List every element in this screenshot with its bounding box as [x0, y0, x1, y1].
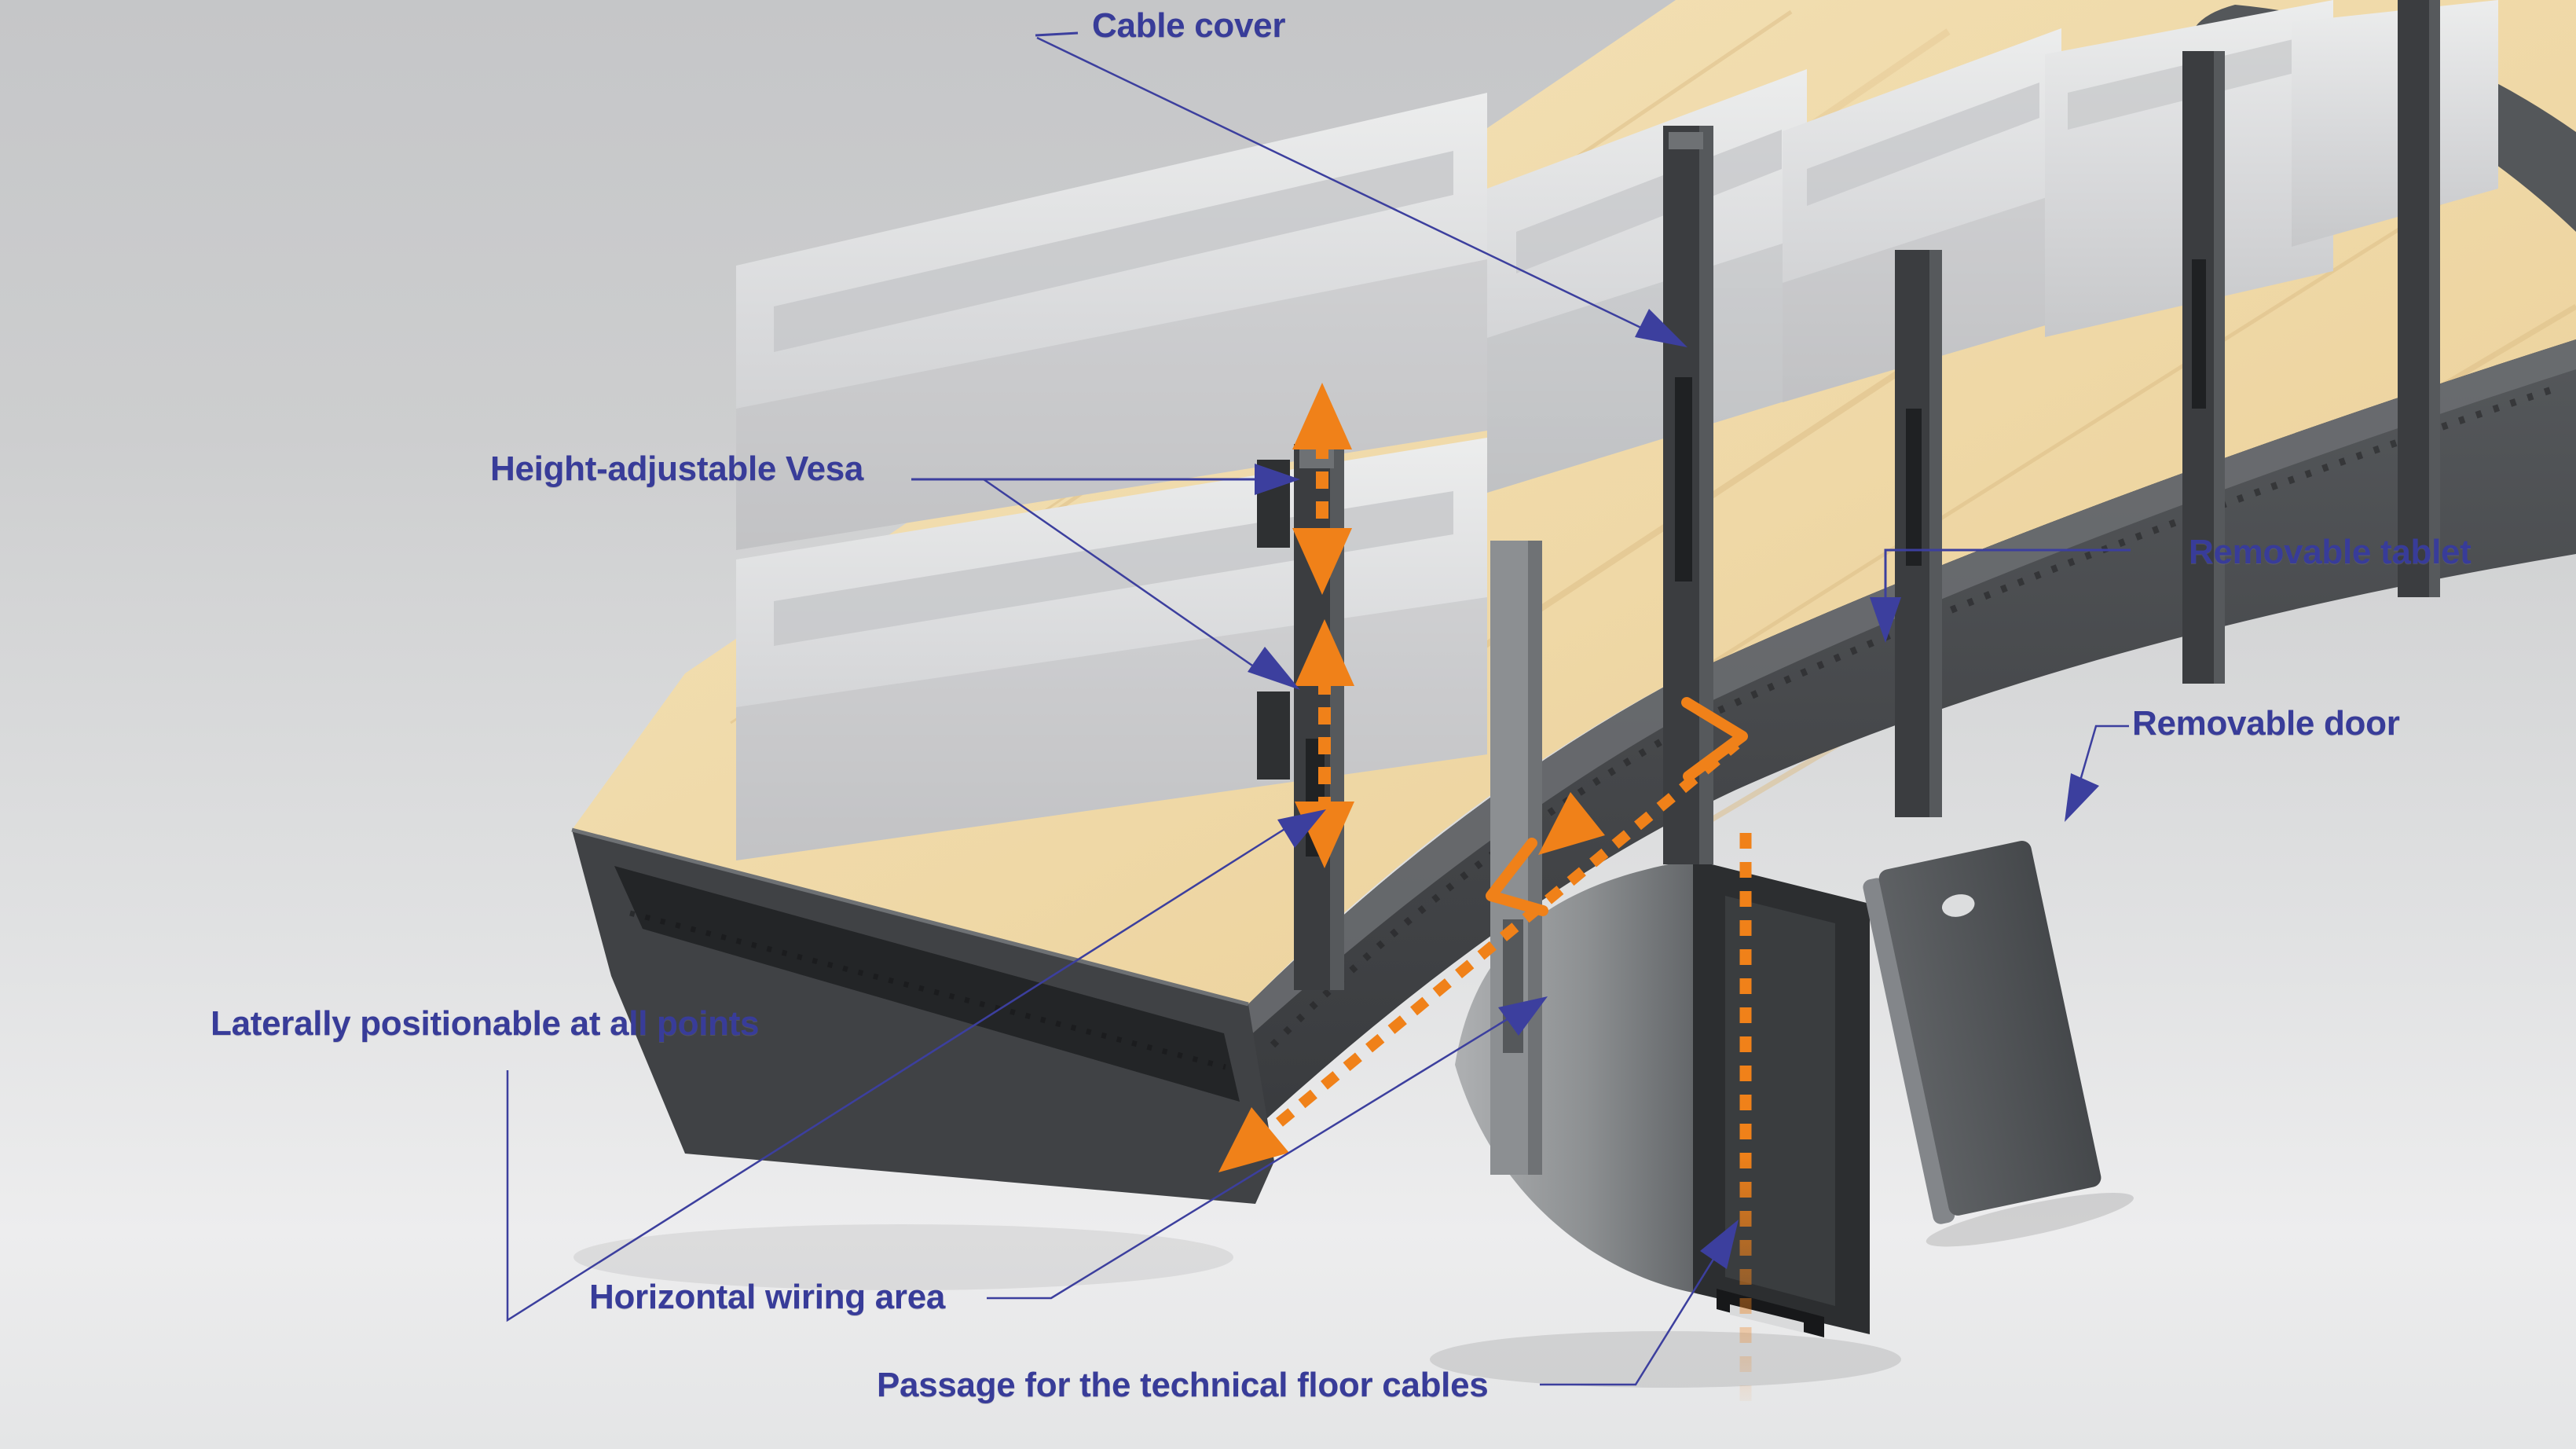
wiring-beam — [1248, 339, 2576, 1135]
arrowhead — [1255, 464, 1300, 495]
arrowhead — [1498, 996, 1548, 1036]
label-horizontal-wiring-area: Horizontal wiring area — [589, 1278, 946, 1316]
trough-opening — [614, 866, 1240, 1102]
removable-door-panel — [1863, 841, 2134, 1247]
label-passage-floor-cables: Passage for the technical floor cables — [877, 1366, 1489, 1404]
arrowhead — [1635, 309, 1687, 347]
cable-cover-leader — [1035, 31, 1687, 347]
arrowhead — [2065, 773, 2099, 822]
arrowhead — [1870, 597, 1901, 643]
door-handle-hole — [1941, 894, 1975, 917]
arrowhead — [1277, 809, 1326, 848]
passage-leader — [1540, 1220, 1739, 1386]
vesa-post — [2398, 0, 2440, 597]
removable-door-leader — [2065, 724, 2129, 822]
vesa-post — [1663, 126, 1713, 864]
vesa-post — [1895, 250, 1942, 817]
vesa-post — [2182, 51, 2225, 684]
orange-annotations — [1218, 383, 1752, 1410]
label-removable-tablet: Removable tablet — [2189, 533, 2472, 571]
height-adjust-arrow-upper — [1292, 383, 1352, 595]
monitor-row-far — [1487, 0, 2498, 493]
door-edge — [1863, 878, 1955, 1224]
removable-tablet-leader — [1870, 548, 2131, 643]
arrowhead — [1700, 1220, 1739, 1269]
arrowhead — [1248, 647, 1300, 690]
vesa-leader — [911, 464, 1300, 690]
cable-trough — [571, 827, 1274, 1290]
beam-top-lip — [1248, 339, 2576, 1037]
lateral-position-arrow — [1218, 697, 1748, 1172]
monitor-back — [1487, 69, 1807, 493]
label-removable-door: Removable door — [2132, 704, 2400, 743]
laterally-positionable-leader — [506, 809, 1326, 1322]
label-laterally-positionable: Laterally positionable at all points — [211, 1004, 760, 1043]
horizontal-wiring-leader — [987, 996, 1548, 1300]
label-cable-cover: Cable cover — [1092, 6, 1286, 45]
leader-lines — [506, 31, 2131, 1386]
monitor-back — [2292, 0, 2498, 247]
label-height-adjustable-vesa: Height-adjustable Vesa — [490, 449, 864, 488]
